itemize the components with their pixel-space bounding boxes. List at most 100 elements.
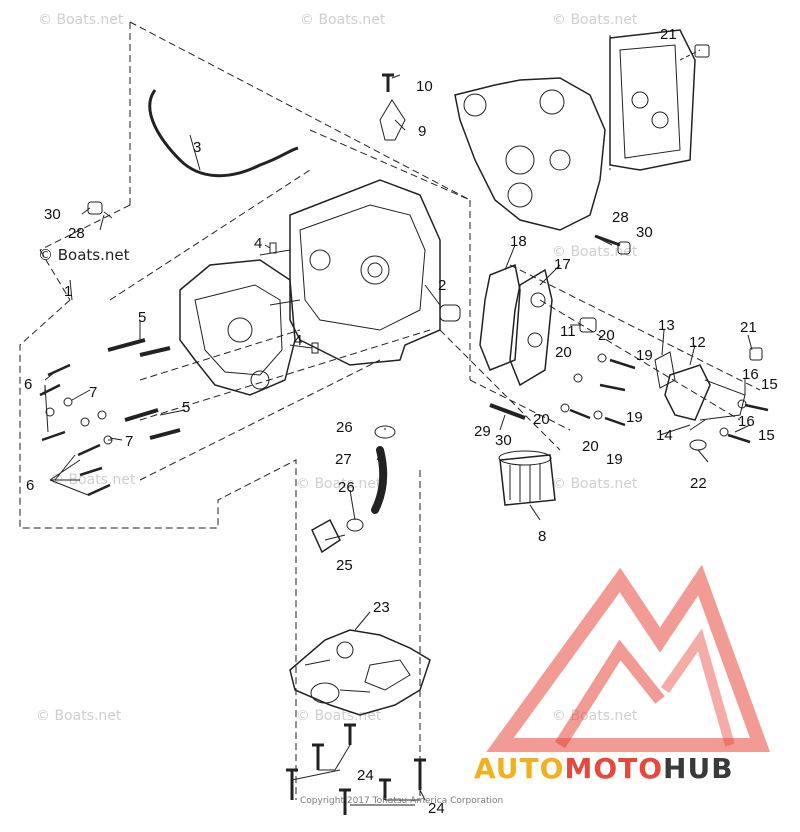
bolt-part-24 bbox=[312, 743, 324, 770]
callout-14: 14 bbox=[656, 427, 673, 444]
bolt-part-19 bbox=[609, 358, 636, 370]
group-outline-dashed bbox=[19, 21, 471, 800]
ring-part-22 bbox=[689, 439, 707, 451]
bolt-part-19 bbox=[604, 416, 626, 427]
bolt-part-28 bbox=[594, 234, 621, 247]
watermark: © Boats.net bbox=[50, 472, 136, 488]
bolt-part-10 bbox=[382, 73, 394, 92]
callout-1: 1 bbox=[64, 283, 72, 300]
bolt-part-6 bbox=[79, 466, 103, 477]
callout-16: 16 bbox=[742, 366, 759, 383]
bolt-part-6 bbox=[77, 443, 101, 457]
washer-part-7 bbox=[97, 410, 107, 420]
watermark: © Boats.net bbox=[296, 708, 382, 724]
callout-28: 28 bbox=[68, 225, 85, 242]
callout-27: 27 bbox=[335, 451, 352, 468]
callout-9: 9 bbox=[418, 123, 426, 140]
washer-part-20 bbox=[593, 410, 603, 420]
bolt-part-24 bbox=[379, 778, 391, 800]
callout-24: 24 bbox=[428, 800, 445, 817]
callout-23: 23 bbox=[373, 599, 390, 616]
bolt-part-24 bbox=[344, 723, 356, 745]
boats-net-logo: © Boats.net bbox=[38, 246, 130, 264]
sensor-part-21 bbox=[694, 44, 710, 58]
callout-16: 16 bbox=[738, 413, 755, 430]
cylinder-head bbox=[454, 77, 606, 231]
callout-4: 4 bbox=[294, 332, 302, 349]
callout-18: 18 bbox=[510, 233, 527, 250]
callout-28: 28 bbox=[612, 209, 629, 226]
callout-2: 2 bbox=[438, 277, 446, 294]
callout-6: 6 bbox=[24, 376, 32, 393]
callout-11: 11 bbox=[560, 323, 576, 340]
plug-part-30 bbox=[617, 241, 631, 255]
sensor-part-21 bbox=[749, 347, 763, 361]
bolt-part-6 bbox=[87, 483, 111, 497]
callout-10: 10 bbox=[416, 78, 433, 95]
bolt-part-15 bbox=[727, 433, 751, 444]
callout-26: 26 bbox=[336, 419, 353, 436]
watermark: © Boats.net bbox=[300, 12, 386, 28]
callout-20: 20 bbox=[582, 438, 599, 455]
hose-part-27 bbox=[371, 446, 388, 514]
callout-19: 19 bbox=[626, 409, 643, 426]
callout-22: 22 bbox=[690, 475, 707, 492]
gasket-plate-part-23 bbox=[289, 629, 431, 716]
callout-6: 6 bbox=[26, 477, 34, 494]
callout-4: 4 bbox=[254, 235, 262, 252]
gasket-part-13 bbox=[654, 351, 676, 389]
watermark: © Boats.net bbox=[552, 12, 638, 28]
callout-25: 25 bbox=[336, 557, 353, 574]
bolt-part-19 bbox=[569, 408, 591, 420]
watermark: © Boats.net bbox=[38, 12, 124, 28]
washer-part-20 bbox=[560, 403, 570, 413]
callout-21: 21 bbox=[660, 26, 677, 43]
thermostat-cover-part-12 bbox=[664, 364, 711, 421]
copyright-text: Copyright 2017 Tohatsu America Corporati… bbox=[300, 796, 504, 806]
callout-20: 20 bbox=[555, 344, 572, 361]
washer-part-20 bbox=[573, 373, 583, 383]
callout-7: 7 bbox=[89, 384, 97, 401]
callout-13: 13 bbox=[658, 317, 675, 334]
sleeve-part-2 bbox=[439, 304, 461, 322]
plug-part-30 bbox=[87, 201, 103, 215]
automotohub-wordmark: AUTOMOTOHUB bbox=[474, 752, 734, 785]
callout-17: 17 bbox=[554, 256, 571, 273]
gasket-part-28 bbox=[103, 211, 113, 219]
bolt-part-15 bbox=[744, 403, 769, 412]
callout-26: 26 bbox=[338, 479, 355, 496]
watermark: © Boats.net bbox=[36, 708, 122, 724]
pin-part-4 bbox=[269, 242, 277, 254]
callout-15: 15 bbox=[761, 376, 778, 393]
bolt-part-19 bbox=[599, 383, 626, 392]
brand-part-auto: AUTO bbox=[474, 752, 565, 785]
callout-30: 30 bbox=[44, 206, 61, 223]
callout-30: 30 bbox=[636, 224, 653, 241]
brand-part-moto: MOTO bbox=[564, 752, 664, 785]
gasket-part-17 bbox=[509, 268, 553, 387]
callout-24: 24 bbox=[357, 767, 374, 784]
valve-part-25 bbox=[311, 518, 341, 554]
washer-part-16 bbox=[719, 427, 729, 437]
callout-8: 8 bbox=[538, 528, 546, 545]
callout-7: 7 bbox=[125, 433, 133, 450]
gasket-part-18 bbox=[479, 263, 521, 371]
bracket-part-14 bbox=[699, 379, 746, 421]
watermark: © Boats.net bbox=[296, 476, 382, 492]
bolt-part-5 bbox=[139, 346, 171, 357]
washer-part-16 bbox=[737, 399, 747, 409]
washer-part-7 bbox=[80, 417, 90, 427]
crankcase-block bbox=[289, 179, 441, 366]
callout-19: 19 bbox=[606, 451, 623, 468]
washer-part-20 bbox=[597, 353, 607, 363]
bolt-part-24 bbox=[286, 768, 298, 800]
watermark: © Boats.net bbox=[552, 244, 638, 260]
watermark: © Boats.net bbox=[552, 476, 638, 492]
bolt-part-24 bbox=[339, 788, 351, 815]
hose-part-3 bbox=[148, 89, 299, 178]
callout-20: 20 bbox=[598, 327, 615, 344]
washer-part-7 bbox=[45, 407, 55, 417]
callout-19: 19 bbox=[636, 347, 653, 364]
callout-15: 15 bbox=[758, 427, 775, 444]
